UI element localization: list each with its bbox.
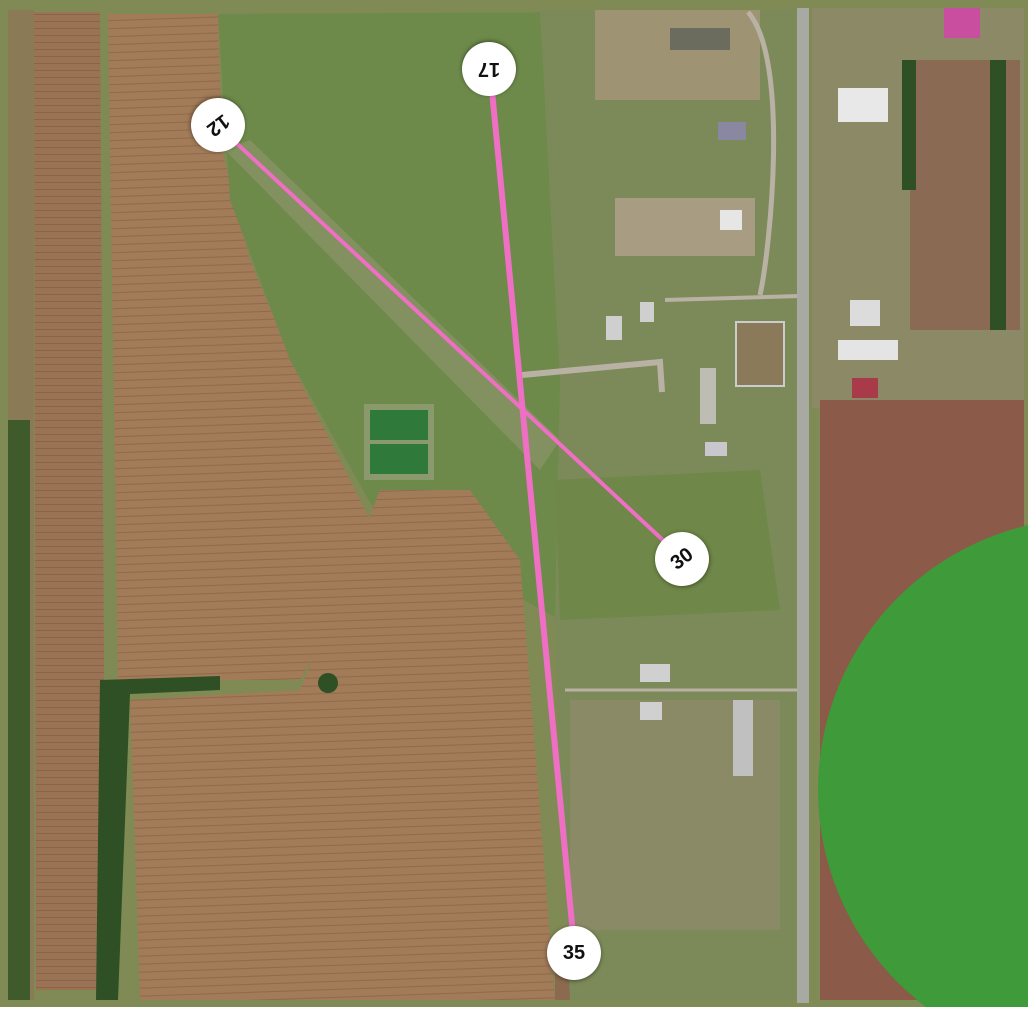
access-road [521,358,665,393]
access-road [664,294,801,302]
access-road [746,10,777,296]
pond-top [370,410,428,440]
hangar [670,28,730,50]
east-tree-line [990,60,1006,330]
lot-north [595,10,760,100]
building [640,702,662,720]
runway-17-35-line [487,67,578,958]
runway-end-label-12-text: 12 [202,109,234,141]
building [606,316,622,340]
building [718,122,746,140]
highway [797,8,809,1003]
east-building [852,378,878,398]
building [640,664,670,682]
pond-bottom [370,444,428,474]
runway-end-label-35-text: 35 [562,941,586,964]
east-building [838,340,898,360]
runway-end-label-17-text: 17 [477,58,501,81]
building [640,302,654,322]
tree-line-lower [96,676,220,1000]
runway-12-30-line [216,124,682,558]
left-tree-line [8,420,30,1000]
building [733,700,753,776]
narrow-left-field [34,12,106,990]
church [944,8,980,38]
tree [318,673,338,693]
runway-end-label-17[interactable]: 17 [462,42,516,96]
runway-end-label-30-text: 30 [666,543,698,575]
runway-end-label-35[interactable]: 35 [547,926,601,980]
lagoon [735,321,785,387]
building [720,210,742,230]
east-tree-line [902,60,916,190]
center-pivot-field [818,525,1028,1012]
east-building [838,88,888,122]
building [705,442,727,456]
grass-strip-12 [225,140,560,470]
east-building [850,300,880,326]
big-left-field [108,14,380,680]
building [700,368,716,424]
lower-center-field [130,490,555,1000]
